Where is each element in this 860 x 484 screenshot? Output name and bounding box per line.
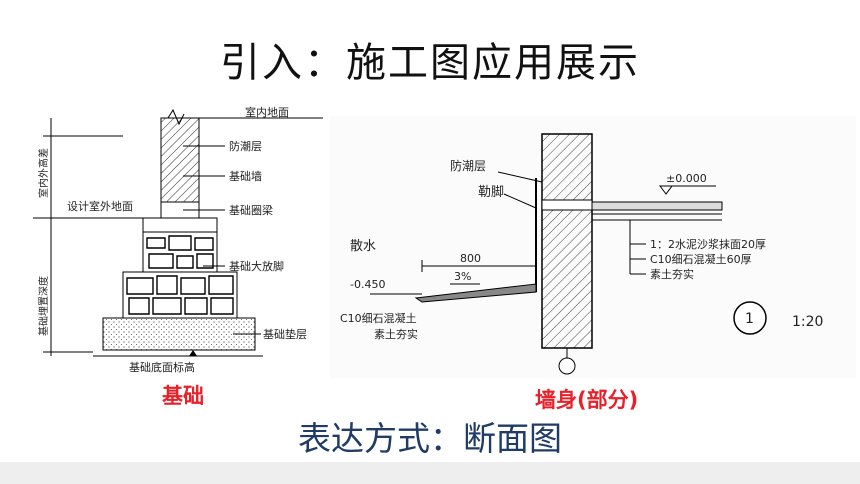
- label-layer2: C10细石混凝土60厚: [650, 252, 752, 266]
- label-elev-neg: -0.450: [350, 278, 385, 291]
- label-layer1: 1：2水泥沙浆抹面20厚: [650, 237, 766, 251]
- label-apron-layer1: C10细石混凝土: [340, 311, 417, 325]
- label-ring-beam: 基础圈梁: [229, 203, 273, 217]
- label-layer3: 素土夯实: [650, 267, 694, 281]
- label-detail-no: 1: [745, 311, 754, 327]
- label-slope: 3%: [454, 270, 471, 283]
- label-outdoor-ground: 设计室外地面: [67, 199, 133, 213]
- label-foundation-wall: 基础墙: [229, 169, 262, 183]
- label-plinth: 勒脚: [478, 184, 504, 200]
- label-cushion: 基础垫层: [263, 327, 307, 341]
- label-apron: 散水: [350, 239, 376, 254]
- wall-svg: 防潮层 勒脚 ±0.000 散水 -0.450 800 3% 1：2水泥沙浆抹面…: [340, 133, 823, 375]
- wall-body: [541, 133, 593, 349]
- label-elev-zero: ±0.000: [666, 172, 707, 185]
- apron-slab: [414, 283, 537, 303]
- label-footing: 基础大放脚: [229, 259, 284, 273]
- foundation-caption: 基础: [162, 384, 204, 408]
- label-indoor-ground: 室内地面: [245, 106, 289, 119]
- footing-step-2: [122, 271, 238, 319]
- label-bottom-elev: 基础底面标高: [129, 360, 195, 374]
- wall-drawing: 防潮层 勒脚 ±0.000 散水 -0.450 800 3% 1：2水泥沙浆抹面…: [330, 116, 856, 378]
- wall-caption: 墙身(部分): [535, 388, 639, 412]
- page-title: 引入：施工图应用展示: [220, 40, 640, 86]
- label-apron-layer2: 素土夯实: [374, 327, 418, 341]
- label-damp-proof: 防潮层: [229, 139, 262, 153]
- bottom-band: [0, 462, 860, 484]
- label-scale: 1:20: [792, 314, 823, 330]
- detail-number-circle: [733, 301, 767, 335]
- foundation-drawing: 室内地面 防潮层 基础墙 设计室外地面 基础圈梁 基础大放脚 基础垫层 基础底面…: [33, 105, 323, 376]
- label-burial-depth: 基础埋置深度: [37, 276, 50, 336]
- foundation-svg: 室内地面 防潮层 基础墙 设计室外地面 基础圈梁 基础大放脚 基础垫层 基础底面…: [33, 105, 323, 374]
- label-width: 800: [460, 252, 481, 265]
- expression-caption: 表达方式：断面图: [298, 419, 562, 458]
- label-damp-proof-r: 防潮层: [450, 158, 486, 173]
- label-height-diff: 室内外高差: [37, 148, 50, 198]
- cushion-layer: [102, 317, 256, 351]
